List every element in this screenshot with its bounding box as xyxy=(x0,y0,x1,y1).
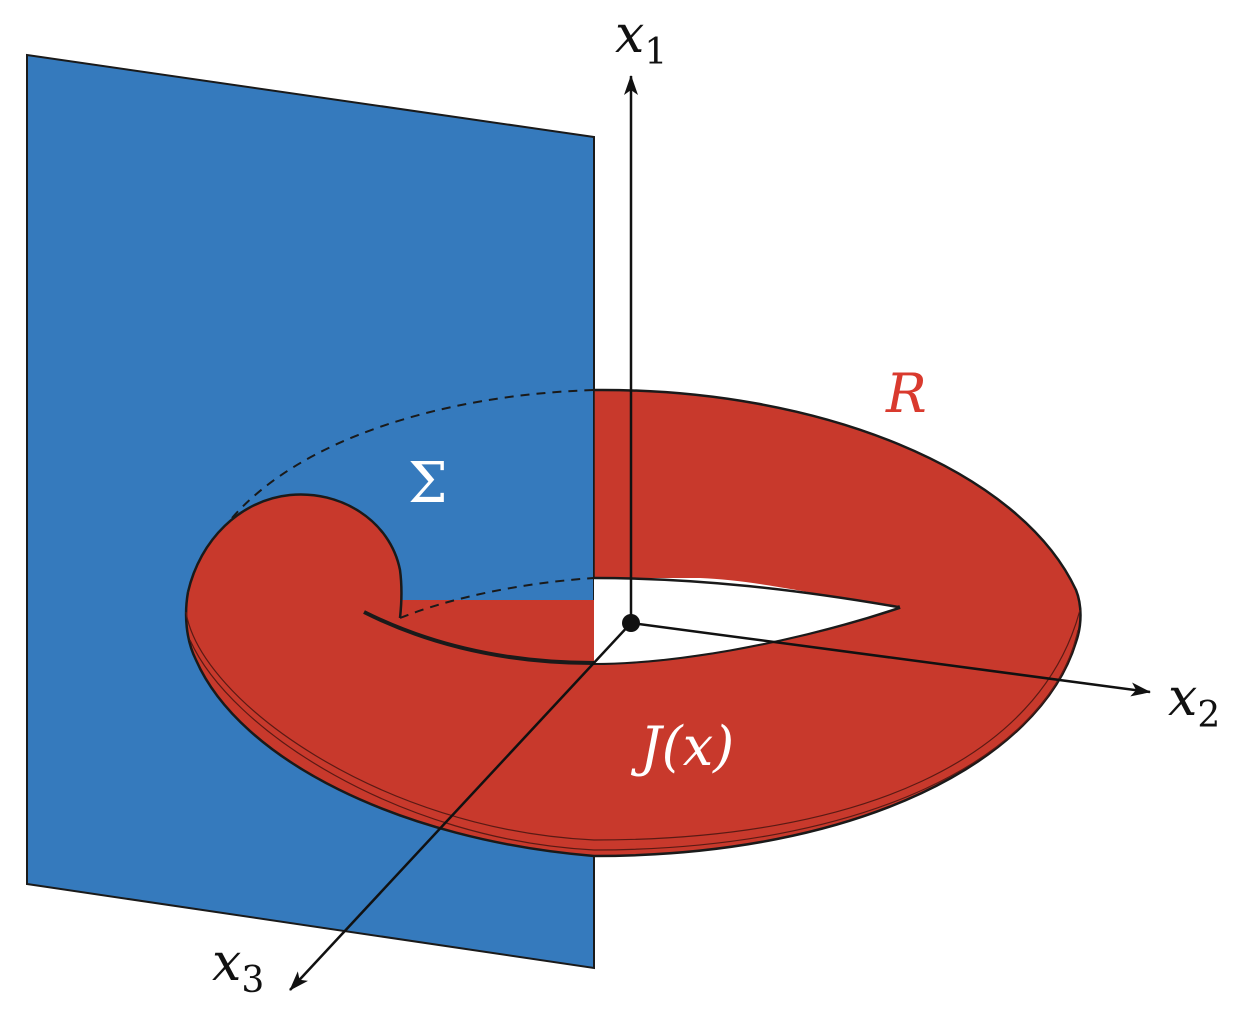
torus-hidden-outer-dashed xyxy=(231,389,595,519)
torus-inner-edge-back xyxy=(593,576,899,609)
axis-x1-label: x1 xyxy=(615,5,667,73)
torus-hidden-inner-dashed xyxy=(399,577,595,619)
origin-point xyxy=(622,614,640,632)
sigma-label: Σ xyxy=(408,451,448,516)
torus-rim-stripe-1 xyxy=(185,609,1081,841)
region-r-label: R xyxy=(885,362,927,425)
axis-x2-label: x2 xyxy=(1168,668,1220,736)
torus-outline-outer xyxy=(184,388,1082,858)
torus-hole xyxy=(594,578,898,663)
axis-x3-label: x3 xyxy=(212,933,264,1001)
axis-x3-line xyxy=(289,622,632,991)
axis-x2-line xyxy=(630,621,1151,697)
torus-cross-section-outline xyxy=(186,493,403,619)
torus-body-left xyxy=(186,494,594,856)
torus-rim-stripe-2 xyxy=(189,629,1079,851)
current-density-label: J(x) xyxy=(630,715,734,778)
